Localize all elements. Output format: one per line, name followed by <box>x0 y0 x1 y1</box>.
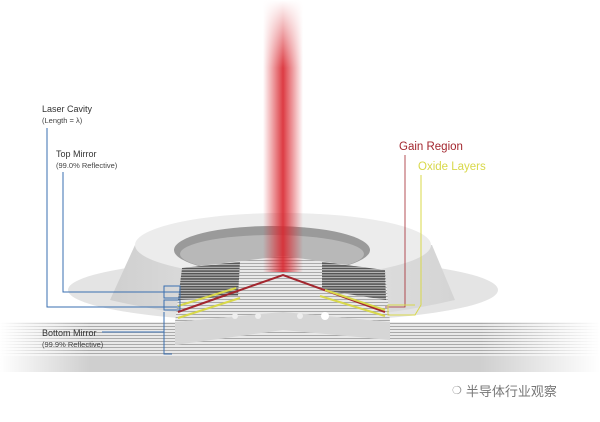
leader-lines <box>46 128 181 355</box>
laser-beam <box>263 0 303 272</box>
oxide-leader <box>387 175 422 316</box>
wechat-icon: ❍ <box>452 385 462 397</box>
gain-region-label: Gain Region <box>399 141 463 153</box>
bottom-mirror-title: Bottom Mirror <box>42 328 97 338</box>
laser-cavity-sub: (Length = λ) <box>42 116 83 125</box>
gain-leader <box>385 155 406 308</box>
laser-cavity-label: Laser Cavity (Length = λ) <box>42 103 92 127</box>
oxide-layer <box>177 287 237 307</box>
bottom-mirror-sub: (99.9% Reflective) <box>42 340 104 349</box>
bottom-mirror-label: Bottom Mirror (99.9% Reflective) <box>42 327 103 351</box>
laser-cavity-title: Laser Cavity <box>42 104 93 114</box>
top-mirror-title: Top Mirror <box>56 149 97 159</box>
cutaway-layers <box>175 256 390 345</box>
top-mirror-sub: (99.0% Reflective) <box>56 161 118 170</box>
oxide-layers-label: Oxide Layers <box>418 161 486 173</box>
top-mirror-label: Top Mirror (99.0% Reflective) <box>56 148 117 172</box>
watermark-text: 半导体行业观察 <box>465 384 557 399</box>
watermark: ❍ 半导体行业观察 <box>452 381 557 400</box>
